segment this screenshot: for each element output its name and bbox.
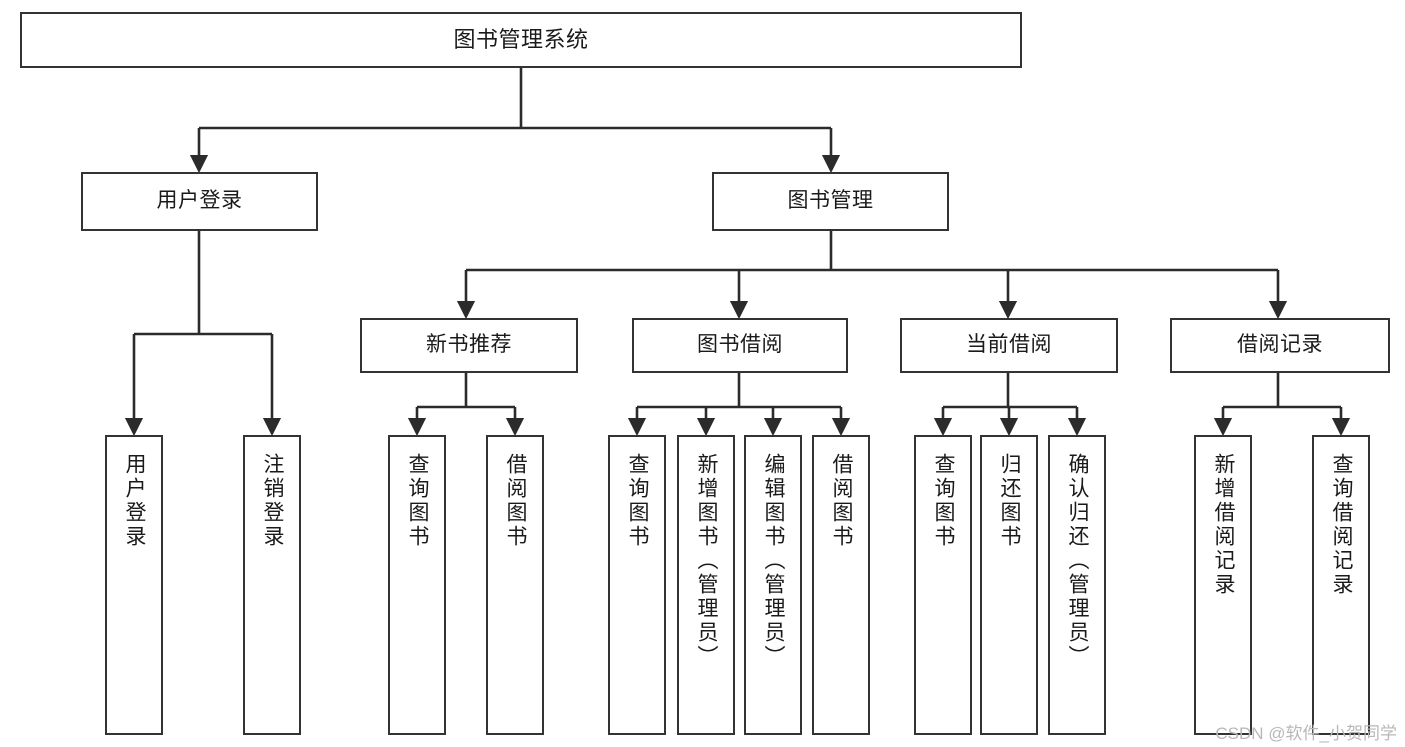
node-label: 查询图书 bbox=[626, 453, 650, 549]
node-label: 查询图书 bbox=[932, 453, 956, 549]
node-label: 查询借阅记录 bbox=[1330, 453, 1354, 597]
csdn-watermark: CSDN @软件_小贺同学 bbox=[1215, 724, 1397, 743]
node-borrow-record[interactable]: 借阅记录 bbox=[1170, 318, 1390, 373]
node-label: 当前借阅 bbox=[966, 333, 1052, 357]
node-leaf-add-borrow-record[interactable]: 新增借阅记录 bbox=[1194, 435, 1252, 735]
node-label: 编辑图书（管理员） bbox=[762, 453, 786, 669]
node-label: 借阅图书 bbox=[830, 453, 854, 549]
node-label: 借阅记录 bbox=[1237, 333, 1323, 357]
node-book-borrow[interactable]: 图书借阅 bbox=[632, 318, 848, 373]
node-leaf-edit-book-admin[interactable]: 编辑图书（管理员） bbox=[744, 435, 802, 735]
node-book-management[interactable]: 图书管理 bbox=[712, 172, 949, 231]
node-label: 图书管理系统 bbox=[453, 27, 589, 53]
node-leaf-logout[interactable]: 注销登录 bbox=[243, 435, 301, 735]
node-leaf-query-book-borrow[interactable]: 查询图书 bbox=[608, 435, 666, 735]
node-label: 归还图书 bbox=[998, 453, 1022, 549]
node-label: 借阅图书 bbox=[504, 453, 528, 549]
node-label: 新增借阅记录 bbox=[1212, 453, 1236, 597]
node-label: 新书推荐 bbox=[426, 333, 512, 357]
node-leaf-query-book-current[interactable]: 查询图书 bbox=[914, 435, 972, 735]
node-leaf-borrow-book[interactable]: 借阅图书 bbox=[812, 435, 870, 735]
node-leaf-add-book-admin[interactable]: 新增图书（管理员） bbox=[677, 435, 735, 735]
node-new-book-recommend[interactable]: 新书推荐 bbox=[360, 318, 578, 373]
node-label: 查询图书 bbox=[406, 453, 430, 549]
node-leaf-borrow-book-recommend[interactable]: 借阅图书 bbox=[486, 435, 544, 735]
node-user-login[interactable]: 用户登录 bbox=[81, 172, 318, 231]
node-leaf-return-book[interactable]: 归还图书 bbox=[980, 435, 1038, 735]
node-leaf-query-book-recommend[interactable]: 查询图书 bbox=[388, 435, 446, 735]
node-leaf-user-login[interactable]: 用户登录 bbox=[105, 435, 163, 735]
node-current-borrow[interactable]: 当前借阅 bbox=[900, 318, 1118, 373]
node-label: 用户登录 bbox=[123, 453, 147, 549]
node-label: 图书借阅 bbox=[697, 333, 783, 357]
node-leaf-confirm-return-admin[interactable]: 确认归还（管理员） bbox=[1048, 435, 1106, 735]
node-label: 新增图书（管理员） bbox=[695, 453, 719, 669]
node-label: 确认归还（管理员） bbox=[1066, 453, 1090, 669]
node-root-book-management-system[interactable]: 图书管理系统 bbox=[20, 12, 1022, 68]
node-label: 图书管理 bbox=[787, 189, 874, 213]
node-leaf-query-borrow-record[interactable]: 查询借阅记录 bbox=[1312, 435, 1370, 735]
node-label: 用户登录 bbox=[156, 189, 243, 213]
node-label: 注销登录 bbox=[261, 453, 285, 549]
